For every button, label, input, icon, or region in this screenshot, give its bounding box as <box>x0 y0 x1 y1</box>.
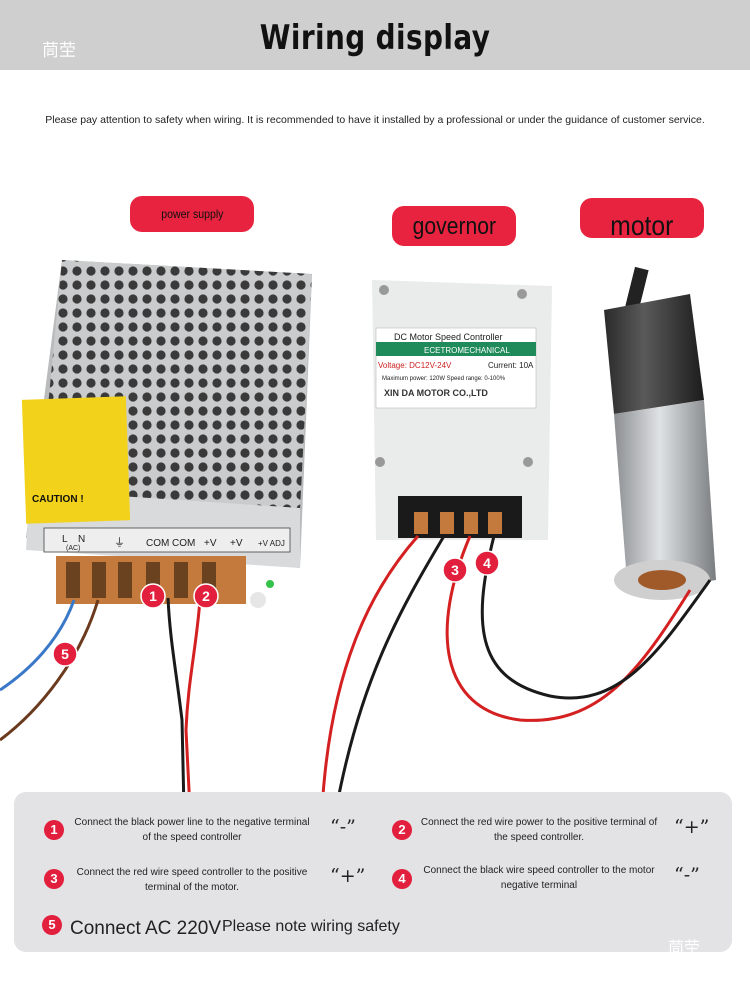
governor-unit: DC Motor Speed Controller ECETROMECHANIC… <box>372 280 552 540</box>
controller-line2: ECETROMECHANICAL <box>424 346 510 355</box>
brand-text: 茼茔 <box>42 41 76 60</box>
step-1-text: Connect the black power line to the nega… <box>74 817 310 843</box>
step-2-sign: “+” <box>674 816 710 838</box>
marker-5: 5 <box>52 641 78 667</box>
step-4-badge: 4 <box>392 869 412 889</box>
step-3-sign: “+” <box>330 865 366 887</box>
svg-text:3: 3 <box>451 562 459 578</box>
step-4-sign: “-” <box>674 864 700 886</box>
terminal-com-2: COM <box>172 538 195 549</box>
terminal-v-1: +V <box>204 538 217 549</box>
terminal-v-2: +V <box>230 538 243 549</box>
wiring-photo: CAUTION ! L N (AC) ⏚ COM COM +V +V +V AD… <box>0 260 716 810</box>
step-1-sign: “-” <box>330 816 356 838</box>
terminal-ac: (AC) <box>66 545 80 552</box>
marker-3: 3 <box>442 557 468 583</box>
step-2-text: Connect the red wire power to the positi… <box>420 817 658 843</box>
terminal-ground: ⏚ <box>114 536 125 549</box>
svg-text:5: 5 <box>61 646 69 662</box>
step-2-badge: 2 <box>392 820 412 840</box>
svg-text:1: 1 <box>149 588 157 604</box>
motor-label: motor <box>580 198 704 241</box>
step-5-badge: 5 <box>42 915 62 935</box>
instructions-panel <box>14 792 732 952</box>
marker-2: 2 <box>193 583 219 609</box>
terminal-n: N <box>78 534 85 545</box>
power-supply-unit: CAUTION ! L N (AC) ⏚ COM COM +V +V +V AD… <box>21 260 312 608</box>
safety-reminder: Please note wiring safety <box>222 918 400 935</box>
page-title: Wiring display <box>259 18 491 58</box>
terminal-v-adj: +V ADJ <box>258 539 285 548</box>
controller-maker: XIN DA MOTOR CO.,LTD <box>384 388 488 398</box>
terminal-com-1: COM <box>146 538 169 549</box>
caution-text: CAUTION ! <box>32 494 84 505</box>
step-3-text: Connect the red wire speed controller to… <box>76 867 308 893</box>
step-3-badge: 3 <box>44 869 64 889</box>
step-4-text: Connect the black wire speed controller … <box>423 865 655 891</box>
marker-4: 4 <box>474 550 500 576</box>
terminal-l: L <box>62 534 68 545</box>
motor-unit <box>604 266 716 600</box>
header-bar <box>0 0 750 70</box>
step-1-badge: 1 <box>44 820 64 840</box>
safety-notice: Please pay attention to safety when wiri… <box>45 114 705 126</box>
final-instruction: Connect AC 220V <box>70 918 222 939</box>
power-supply-label: power supply <box>130 196 254 232</box>
controller-voltage: Voltage: DC12V-24V <box>378 361 452 370</box>
watermark-text: 茼茔 <box>668 940 701 957</box>
marker-1: 1 <box>140 583 166 609</box>
governor-label: governor <box>392 206 516 246</box>
controller-line1: DC Motor Speed Controller <box>394 332 503 342</box>
controller-line4: Maximum power: 120W Speed range: 0-100% <box>382 376 506 382</box>
controller-current: Current: 10A <box>488 361 534 370</box>
svg-text:4: 4 <box>483 555 491 571</box>
svg-text:2: 2 <box>202 588 210 604</box>
